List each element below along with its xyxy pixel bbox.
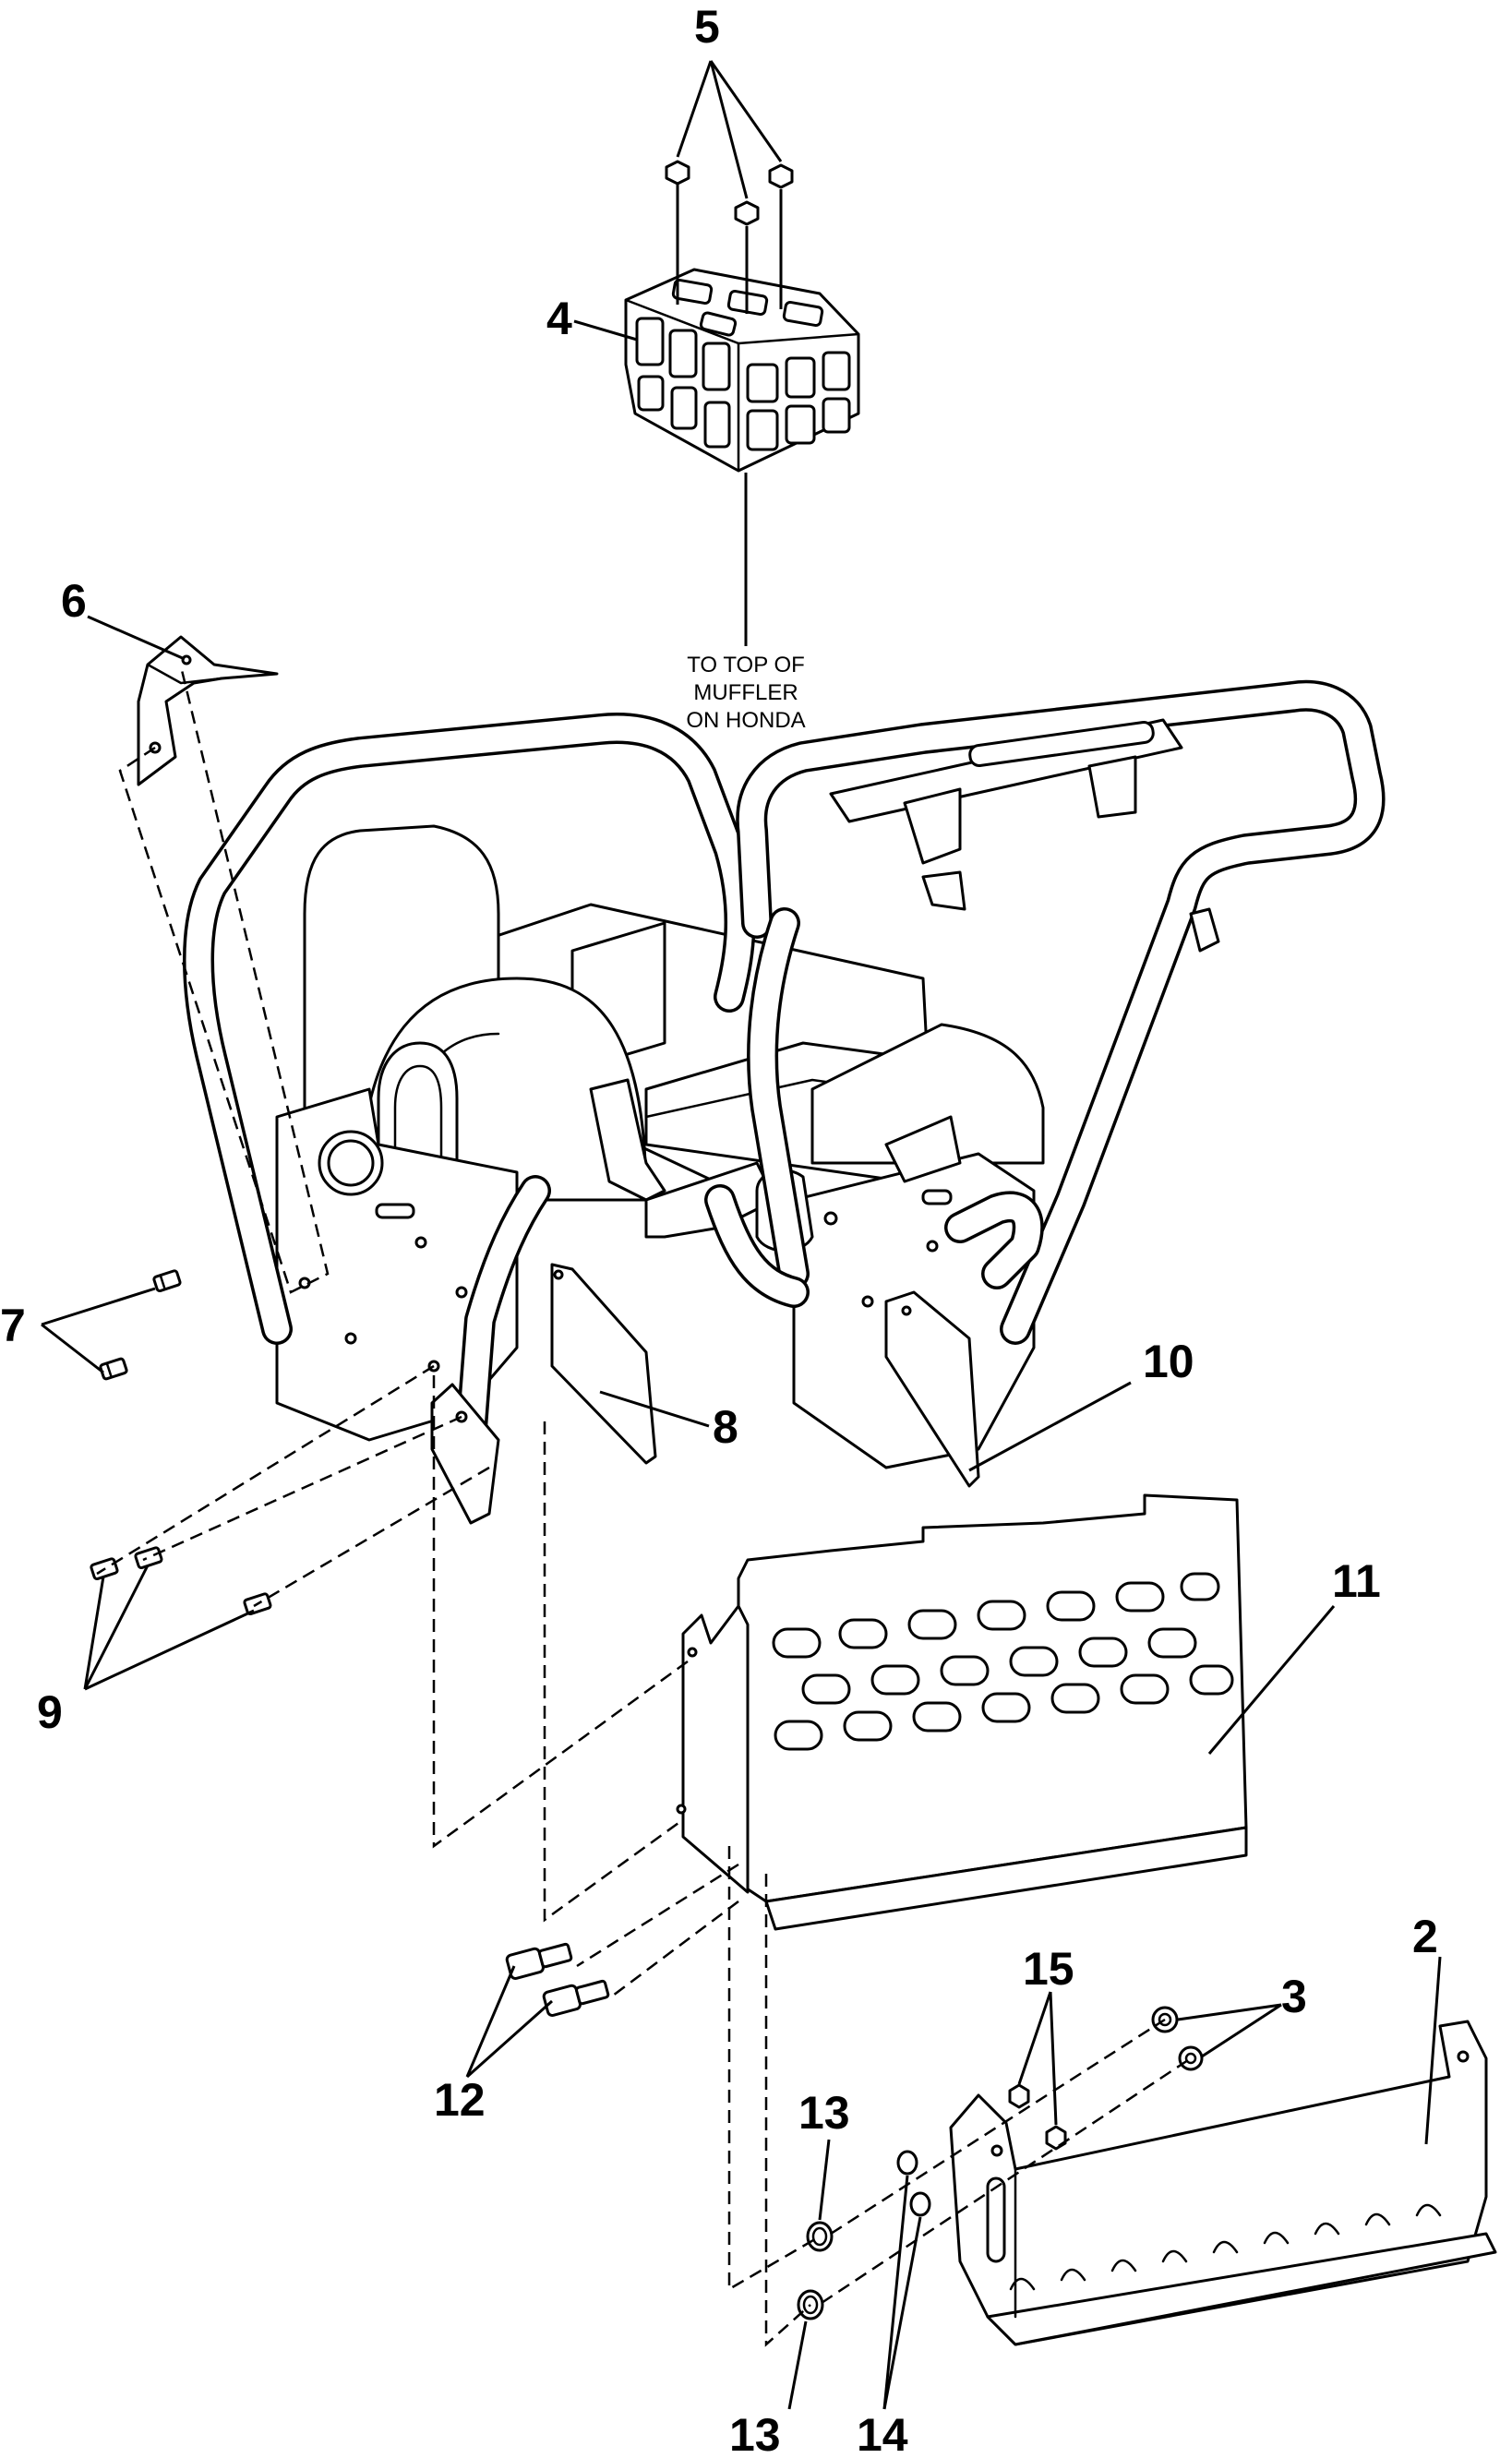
nuts-part-5	[665, 160, 794, 226]
callout-6: 6	[61, 575, 87, 627]
callout-2: 2	[1412, 1911, 1438, 1962]
callout-5: 5	[694, 1, 720, 53]
plate-part-8	[550, 1263, 657, 1465]
washers-part-3	[1151, 2006, 1204, 2071]
handle-bars	[183, 679, 1386, 1456]
shield-part-11	[676, 1493, 1248, 1931]
deflector-part-2	[949, 2020, 1497, 2346]
plate-part-10	[884, 1290, 980, 1488]
callout-14: 14	[857, 2409, 908, 2458]
callout-7: 7	[0, 1300, 26, 1351]
callout-15: 15	[1023, 1943, 1074, 1995]
bolts-part-12	[505, 1942, 610, 2017]
callout-11: 11	[1332, 1555, 1381, 1607]
callout-12: 12	[434, 2074, 486, 2126]
callout-13-upper: 13	[798, 2087, 850, 2139]
nuts-part-15	[1008, 2083, 1067, 2151]
callout-10: 10	[1143, 1336, 1194, 1387]
bracket-part-6	[137, 635, 279, 786]
bolts-part-7	[99, 1269, 182, 1381]
note-line-1: TO TOP OF	[687, 653, 805, 677]
note-line-3: ON HONDA	[686, 708, 805, 733]
muffler-note: TO TOP OF MUFFLER ON HONDA	[686, 653, 805, 733]
cage-guard-part-4	[624, 268, 860, 473]
spacers-part-13	[797, 2221, 834, 2320]
assembly-dashed-lines	[96, 665, 1192, 2347]
note-line-2: MUFFLER	[693, 680, 798, 705]
callout-labels: 5 4 6 7 8 10 11 9 12 13 13 14 15 3 2	[0, 1, 1438, 2458]
bolts-part-9	[90, 1546, 272, 1616]
callout-9: 9	[37, 1686, 63, 1738]
washers-part-14	[896, 2150, 931, 2217]
callout-13-lower: 13	[729, 2409, 781, 2458]
callout-4: 4	[546, 293, 572, 344]
leader-lines	[41, 60, 1442, 2410]
callout-8: 8	[713, 1401, 738, 1453]
callout-3: 3	[1281, 1971, 1307, 2022]
